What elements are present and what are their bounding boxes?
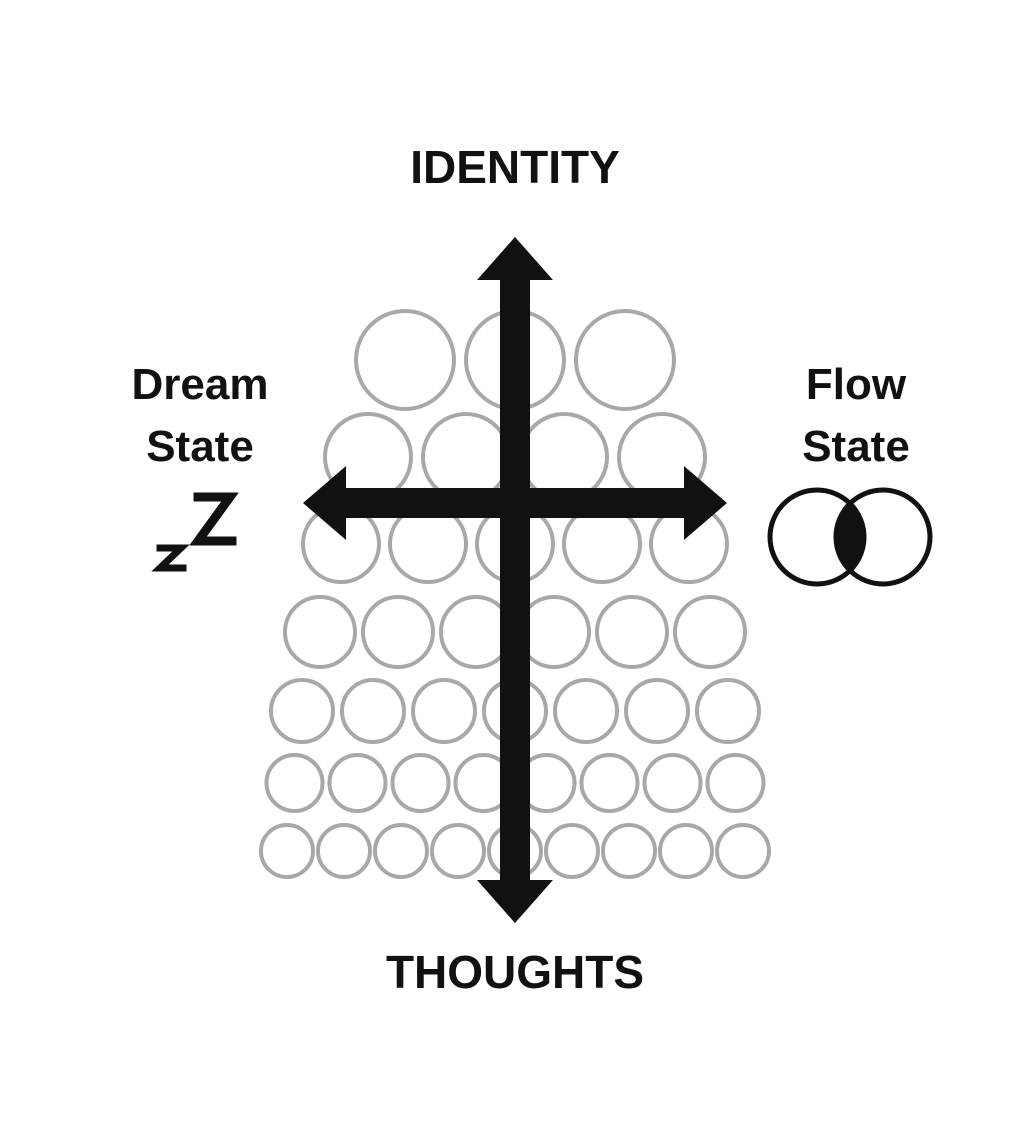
arrowhead-down	[477, 880, 553, 923]
cross-arrows	[303, 237, 727, 923]
grid-circle	[421, 412, 511, 502]
grid-circle	[373, 823, 429, 879]
grid-circle	[553, 678, 619, 744]
grid-circle	[544, 823, 600, 879]
grid-circle	[430, 823, 486, 879]
grid-circle	[354, 309, 456, 411]
grid-circle	[695, 678, 761, 744]
venn-overlap-icon	[767, 487, 933, 587]
arrowhead-right	[684, 466, 727, 540]
arrowhead-left	[303, 466, 346, 540]
vertical-arrow-shaft	[500, 275, 530, 887]
arrowhead-up	[477, 237, 553, 280]
grid-circle	[283, 595, 357, 669]
grid-circle	[601, 823, 657, 879]
dream-state-label-line-2: State	[146, 422, 254, 471]
grid-circle	[361, 595, 435, 669]
horizontal-arrow-shaft	[340, 488, 690, 518]
grid-circle	[642, 753, 703, 813]
grid-circle	[574, 309, 676, 411]
grid-circle	[316, 823, 372, 879]
grid-circle	[259, 823, 315, 879]
dream-state-label-line-1: Dream	[131, 360, 269, 409]
grid-circle	[411, 678, 477, 744]
flow-state-label: Flow State	[756, 354, 956, 478]
flow-state-label-line-1: Flow	[805, 360, 907, 409]
dream-state-label: Dream State	[100, 354, 300, 478]
grid-circle	[269, 678, 335, 744]
grid-circle	[579, 753, 640, 813]
thoughts-label: THOUGHTS	[385, 946, 645, 998]
grid-circle	[390, 753, 451, 813]
identity-label: IDENTITY	[410, 141, 620, 193]
grid-circle	[340, 678, 406, 744]
flow-state-label-line-2: State	[802, 422, 910, 471]
grid-circle	[264, 753, 325, 813]
grid-circle	[519, 412, 609, 502]
grid-circle	[705, 753, 766, 813]
grid-circle	[715, 823, 771, 879]
grid-circle	[658, 823, 714, 879]
grid-circle	[673, 595, 747, 669]
grid-circle	[327, 753, 388, 813]
grid-circle	[595, 595, 669, 669]
sleep-zzz-icon	[151, 492, 239, 572]
grid-circle	[624, 678, 690, 744]
